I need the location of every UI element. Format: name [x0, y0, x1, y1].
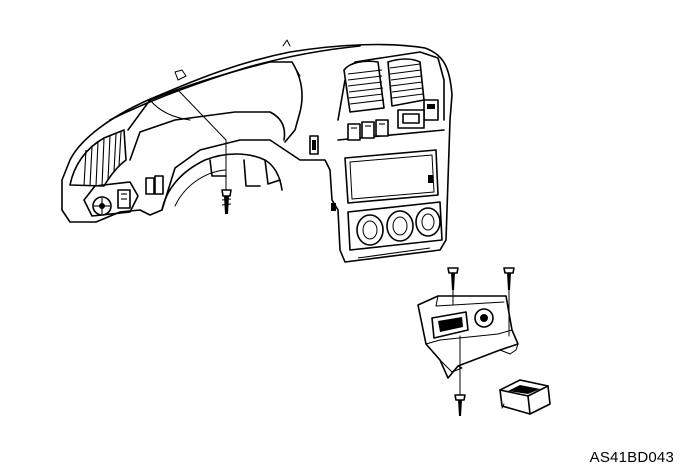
- headlamp-switch: [83, 181, 139, 217]
- screw-bracket-right: [503, 267, 515, 337]
- audio-opening: [344, 149, 439, 204]
- storage-tray: [499, 379, 551, 415]
- heater-control-dials: [347, 201, 443, 259]
- center-switch-row: [347, 109, 425, 141]
- switch-left-a: [145, 177, 155, 195]
- center-lower-bracket: [417, 295, 519, 379]
- center-air-vents: [343, 58, 439, 121]
- screw-upper: [221, 189, 232, 214]
- instrument-panel: [61, 39, 453, 263]
- switch-left-b: [154, 175, 164, 195]
- left-air-vent: [69, 129, 127, 187]
- screw-bracket-lower: [454, 335, 466, 416]
- figure-reference-code: AS41BD043: [589, 449, 674, 466]
- screw-bracket-left: [447, 267, 459, 306]
